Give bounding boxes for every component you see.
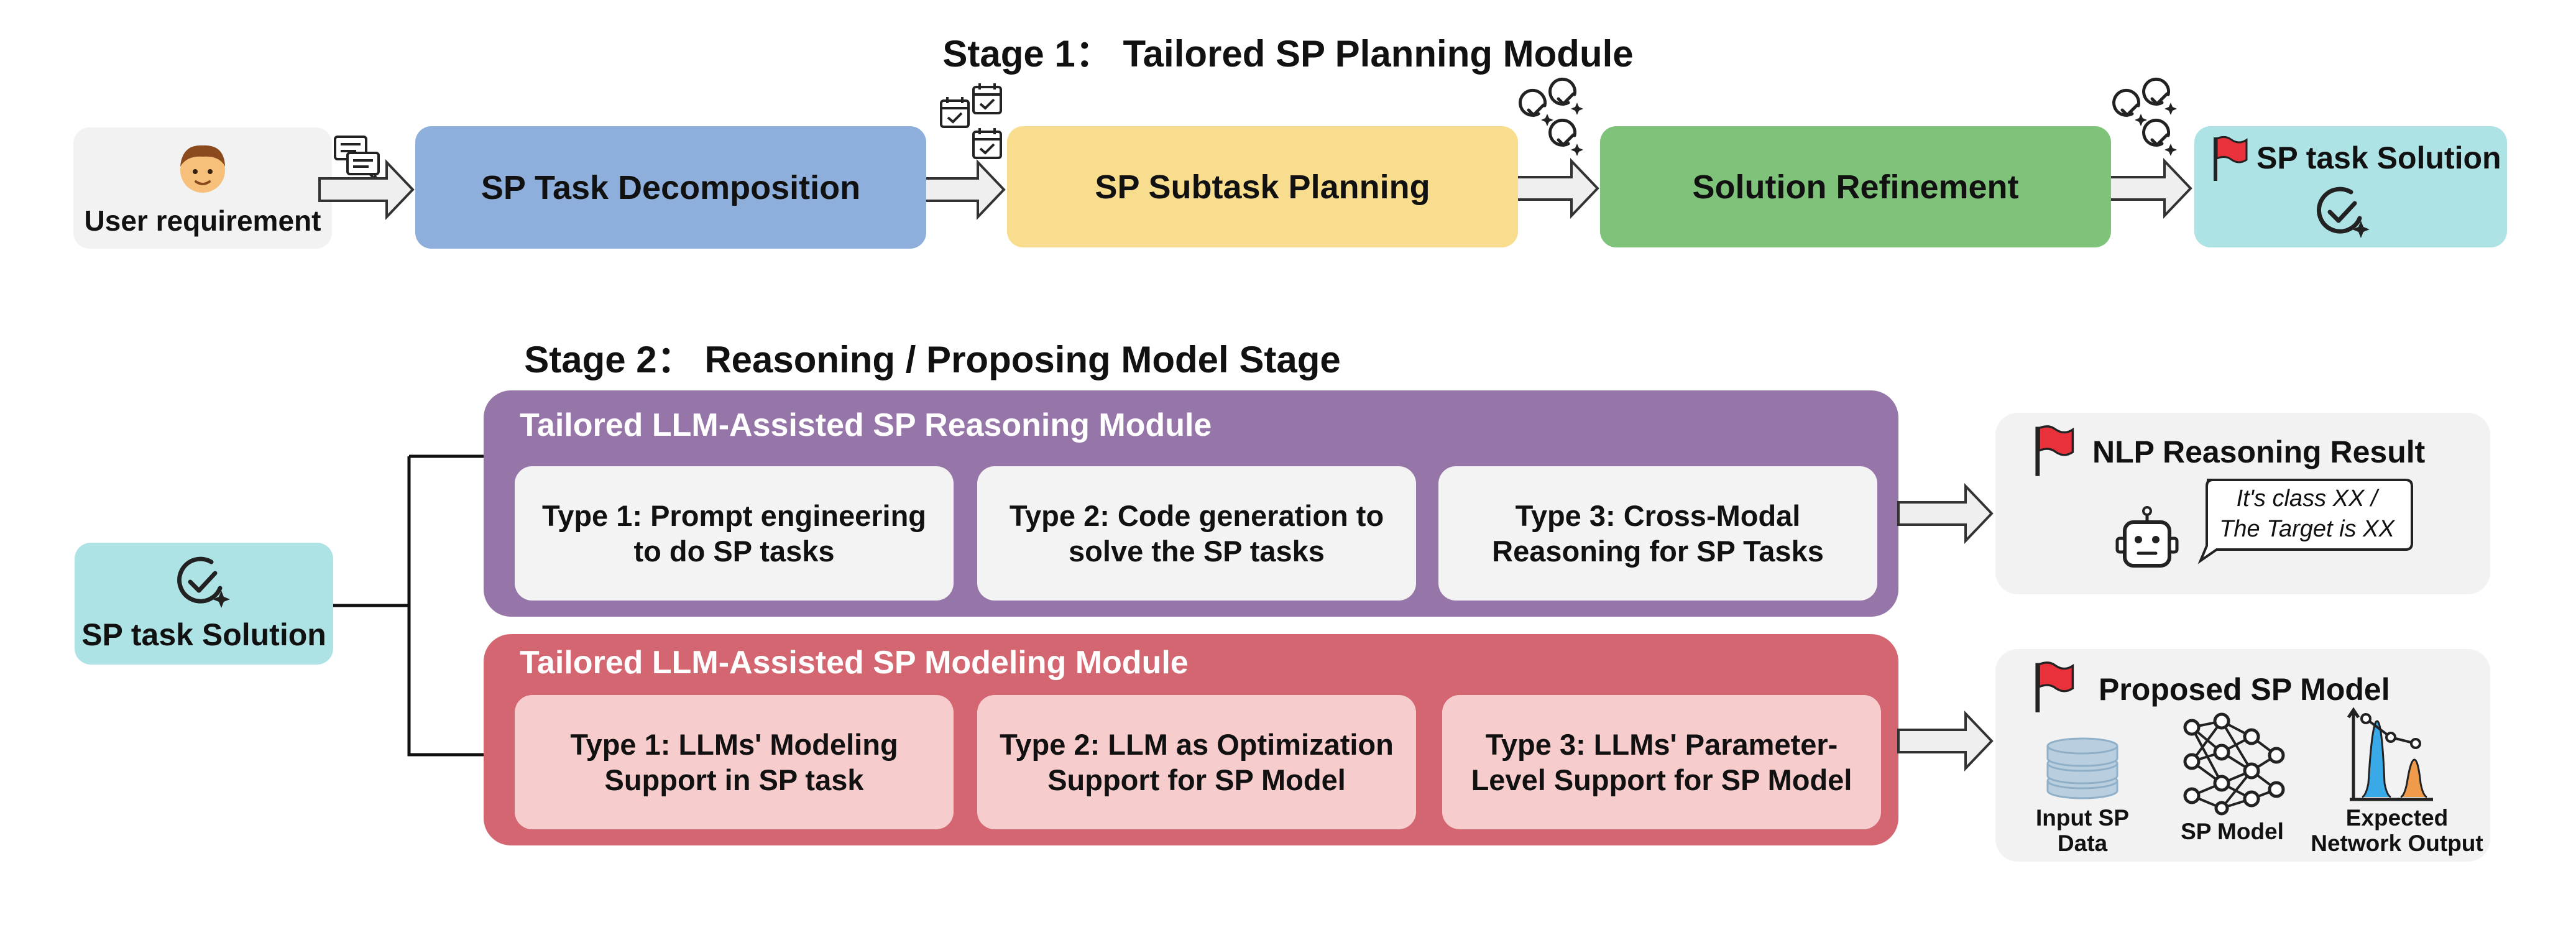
reasoning-type-1-card: Type 1: Prompt engineering to do SP task… bbox=[515, 466, 954, 601]
reasoning-module: Tailored LLM-Assisted SP Reasoning Modul… bbox=[484, 390, 1898, 617]
arrow-user-to-decomposition bbox=[318, 159, 415, 220]
user-requirement-box: User requirement bbox=[73, 127, 332, 249]
expected-output-caption: Expected Network Output bbox=[2311, 805, 2483, 856]
modeling-type-3-card: Type 3: LLMs' Parameter- Level Support f… bbox=[1442, 695, 1881, 829]
stage2-title: Stage 2： Reasoning / Proposing Model Sta… bbox=[524, 339, 1341, 380]
reasoning-type-3-card: Type 3: Cross-Modal Reasoning for SP Tas… bbox=[1438, 466, 1877, 601]
arrow-planning-to-refinement bbox=[1503, 158, 1599, 219]
double-check-icon bbox=[2112, 77, 2177, 156]
check-sparkle-icon bbox=[177, 556, 230, 608]
task-solution-label: SP task Solution bbox=[2256, 140, 2501, 175]
reasoning-module-title: Tailored LLM-Assisted SP Reasoning Modul… bbox=[520, 407, 1212, 443]
calendar-check-icon bbox=[940, 83, 1002, 159]
sp-model-caption: SP Model bbox=[2181, 819, 2284, 844]
proposed-model-box: Proposed SP Model Input SP Data bbox=[1995, 649, 2490, 862]
input-data-caption: Input SP Data bbox=[2035, 805, 2130, 856]
bracket-connector bbox=[333, 454, 485, 757]
solution-refinement-box: Solution Refinement bbox=[1600, 126, 2111, 247]
nlp-result-title: NLP Reasoning Result bbox=[2092, 435, 2426, 469]
distribution-icon bbox=[2347, 707, 2433, 801]
nlp-result-bubble-text: It's class XX / The Target is XX bbox=[2219, 486, 2394, 543]
flag-icon bbox=[2035, 661, 2074, 712]
flag-icon bbox=[2214, 136, 2248, 181]
flag-icon bbox=[2035, 425, 2074, 476]
task-decomposition-box: SP Task Decomposition bbox=[415, 126, 926, 249]
proposed-model-title: Proposed SP Model bbox=[2099, 672, 2390, 707]
reasoning-type-2-card: Type 2: Code generation to solve the SP … bbox=[977, 466, 1416, 601]
modeling-type-1-card: Type 1: LLMs' Modeling Support in SP tas… bbox=[515, 695, 954, 829]
user-requirement-label: User requirement bbox=[84, 204, 321, 237]
subtask-planning-box: SP Subtask Planning bbox=[1007, 126, 1518, 247]
nlp-result-box: NLP Reasoning Result It's class XX / The… bbox=[1995, 413, 2490, 594]
arrow-refinement-to-solution bbox=[2096, 158, 2192, 219]
modeling-module-title: Tailored LLM-Assisted SP Modeling Module bbox=[520, 645, 1189, 681]
double-check-icon bbox=[1519, 77, 1583, 156]
robot-icon bbox=[2115, 506, 2179, 568]
modeling-module: Tailored LLM-Assisted SP Modeling Module… bbox=[484, 634, 1898, 845]
speech-bubble bbox=[2197, 479, 2413, 564]
stage1-title: Stage 1： Tailored SP Planning Module bbox=[942, 33, 1634, 75]
database-icon bbox=[2046, 737, 2118, 799]
arrow-reasoning-to-result bbox=[1897, 483, 1994, 544]
modeling-type-2-card: Type 2: LLM as Optimization Support for … bbox=[977, 695, 1416, 829]
check-sparkle-icon bbox=[2317, 186, 2370, 238]
arrow-modeling-to-model bbox=[1897, 711, 1994, 771]
task-solution-box: SP task Solution bbox=[2194, 126, 2507, 247]
user-face-icon bbox=[180, 145, 225, 193]
stage2-solution-label: SP task Solution bbox=[81, 617, 326, 652]
stage2-solution-box: SP task Solution bbox=[75, 543, 333, 665]
neural-network-icon bbox=[2183, 712, 2285, 816]
